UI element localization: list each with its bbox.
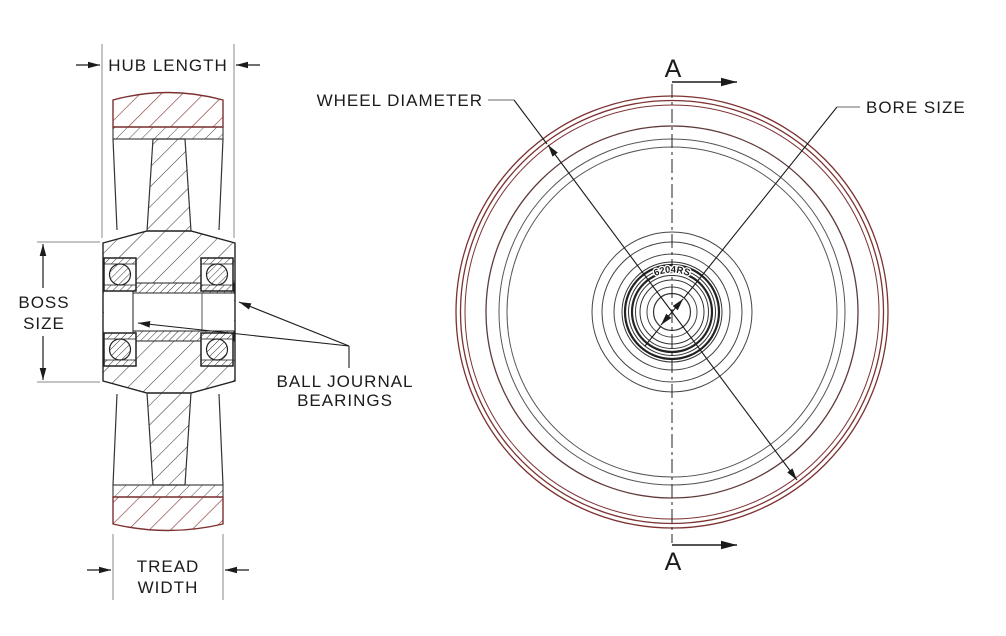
tread-width-dimension: TREAD WIDTH	[87, 557, 249, 597]
ball-bearing-sections	[103, 257, 234, 367]
ball-journal-bearings-label-line1: BALL JOURNAL	[276, 372, 413, 391]
bearing-bottom-left	[103, 332, 137, 367]
bore-size-dimension: BORE SIZE	[644, 98, 966, 347]
boss-size-label-line1: BOSS	[18, 293, 69, 312]
rim-bands	[112, 126, 224, 498]
bearing-top-left	[103, 257, 137, 292]
ball-journal-bearings-label-line2: BEARINGS	[297, 391, 393, 410]
boss-size-dimension: BOSS SIZE	[18, 244, 69, 380]
bore-and-sleeve	[104, 282, 235, 342]
section-view: HUB LENGTH BOSS SIZE TREAD WIDTH BALL JO…	[18, 44, 413, 600]
bearing-bottom-right	[200, 332, 234, 367]
tread-width-label-line1: TREAD	[137, 557, 200, 576]
section-marker-bottom-label: A	[665, 548, 682, 576]
section-marker-top: A	[665, 55, 737, 87]
section-marker-top-label: A	[665, 55, 682, 83]
tread-width-label-line2: WIDTH	[138, 578, 199, 597]
hub-length-dimension: HUB LENGTH	[76, 56, 260, 75]
ball-journal-bearings-callout: BALL JOURNAL BEARINGS	[137, 301, 413, 410]
wheel-diameter-dimension: WHEEL DIAMETER	[317, 91, 798, 481]
wheel-diameter-label: WHEEL DIAMETER	[317, 91, 483, 110]
boss-size-label-line2: SIZE	[23, 314, 65, 333]
section-marker-bottom: A	[665, 540, 737, 576]
bore-size-label: BORE SIZE	[866, 98, 966, 117]
tread-section	[112, 91, 224, 532]
hub-length-label: HUB LENGTH	[108, 56, 228, 75]
extension-lines	[37, 44, 235, 600]
front-view: A A WHEEL DIAMETER BORE SIZE 6204RS	[317, 55, 966, 576]
bearing-code-text: 6204RS	[652, 264, 691, 278]
bearing-top-right	[200, 257, 234, 292]
